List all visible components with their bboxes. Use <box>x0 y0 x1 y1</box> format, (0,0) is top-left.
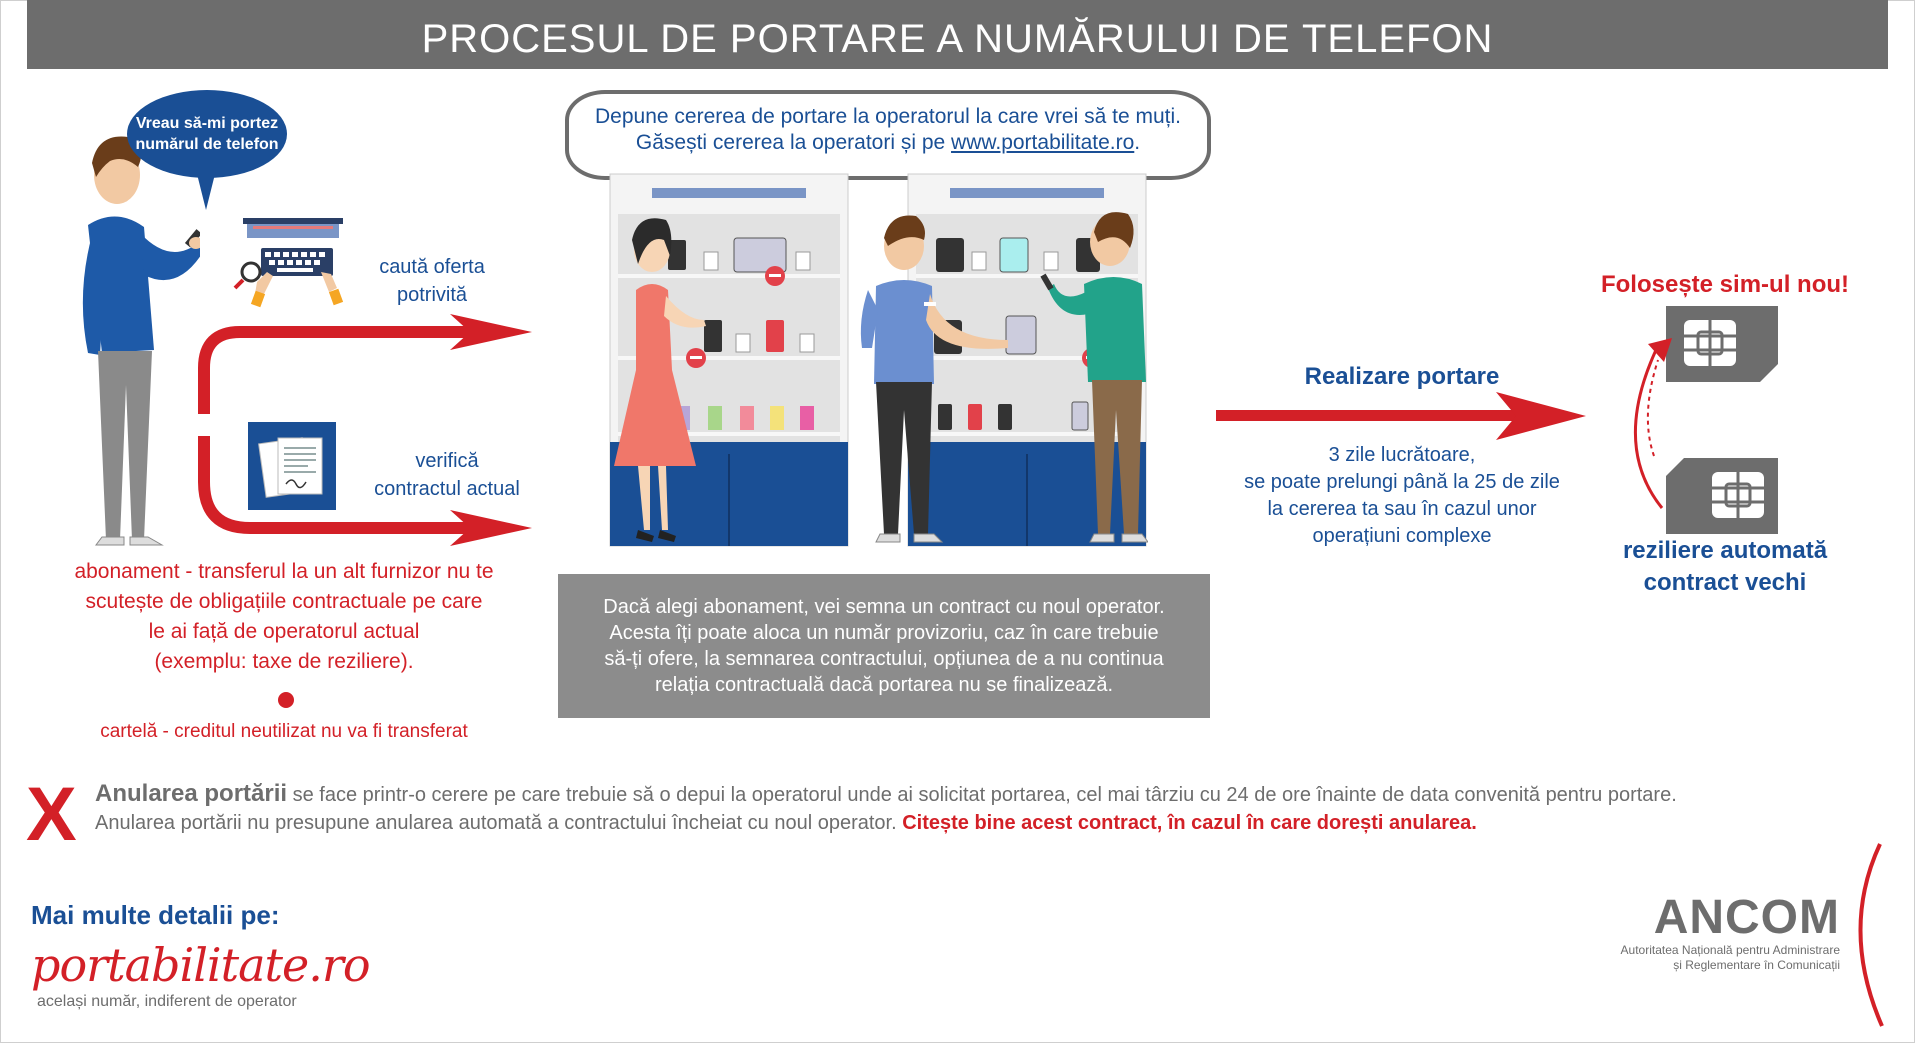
subscription-note-line-2: scutește de obligațiile contractuale pe … <box>85 590 483 613</box>
cloud-line-1: Depune cererea de portare la operatorul … <box>595 105 1181 128</box>
info-line-3: să-ți ofere, la semnarea contractului, o… <box>604 648 1164 670</box>
red-flow-arrows <box>198 314 532 546</box>
cloud-line-2: Găsești cererea la operatori și pe <box>635 131 952 154</box>
porting-line-3: la cererea ta sau în cazul unor <box>1267 498 1537 520</box>
speech-bubble-line-1: Vreau să-mi portez <box>135 115 279 132</box>
auto-termination-label: reziliere automată contract vechi <box>1590 535 1860 599</box>
ancom-line-1: Autoritatea Națională pentru Administrar… <box>1620 943 1840 957</box>
cloud-line-2-suffix: . <box>1134 131 1141 154</box>
new-sim-card-icon <box>1666 306 1778 382</box>
prepaid-note: cartelă - creditul neutilizat nu va fi t… <box>100 721 468 742</box>
old-sim-card-icon <box>1666 458 1778 534</box>
ancom-swoosh-icon <box>1858 843 1884 1027</box>
portabilitate-logo[interactable]: portabilitate.ro <box>31 938 371 992</box>
porting-duration-text: 3 zile lucrătoare, se poate prelungi pân… <box>1206 442 1598 550</box>
subscription-note-line-1: abonament - transferul la un alt furnizo… <box>74 560 494 583</box>
use-new-sim-label: Folosește sim-ul nou! <box>1600 271 1849 298</box>
subscription-note: abonament - transferul la un alt furnizo… <box>34 557 534 677</box>
speech-bubble-tail <box>196 170 216 210</box>
porting-arrow <box>1216 392 1586 440</box>
request-cloud-text: Depune cererea de portare la operatorul … <box>565 104 1211 156</box>
info-line-1: Dacă alegi abonament, vei semna un contr… <box>603 596 1165 618</box>
separator-dot <box>278 692 294 708</box>
person-with-phone-illustration <box>82 136 200 546</box>
porting-line-4: operațiuni complexe <box>1312 525 1492 547</box>
step-check-contract-label: verifică contractul actual <box>354 447 540 503</box>
cancel-x-icon: X <box>26 772 77 857</box>
speech-bubble: Vreau să-mi portez numărul de telefon <box>127 90 287 178</box>
request-cloud-bubble <box>565 90 1211 180</box>
brand-tagline: același număr, indiferent de operator <box>37 993 297 1010</box>
cancellation-line-1: se face printr-o cerere pe care trebuie … <box>287 784 1677 806</box>
contract-document-icon <box>248 422 336 510</box>
porting-title: Realizare portare <box>1304 363 1500 390</box>
step-contract-line-2: contractul actual <box>374 478 520 500</box>
old-contract-line-1: reziliere automată <box>1622 537 1828 564</box>
speech-bubble-line-2: numărul de telefon <box>135 136 279 153</box>
cancellation-text: Anularea portării se face printr-o cerer… <box>95 780 1895 837</box>
step-offer-line-1: caută oferta <box>379 256 485 278</box>
porting-line-1: 3 zile lucrătoare, <box>1328 444 1476 466</box>
cancellation-line-2: Anularea portării nu presupune anularea … <box>95 812 903 834</box>
ancom-logo: ANCOM <box>1653 891 1840 944</box>
porting-line-2: se poate prelungi până la 25 de zile <box>1244 471 1560 493</box>
keyboard-search-icon <box>233 218 344 308</box>
more-details-label: Mai multe detalii pe: <box>31 900 280 930</box>
step-contract-line-1: verifică <box>415 450 479 472</box>
cancellation-title: Anularea portării <box>95 780 288 807</box>
old-contract-line-2: contract vechi <box>1643 569 1807 596</box>
ancom-subtitle: Autoritatea Națională pentru Administrar… <box>1560 943 1840 973</box>
operator-store-illustration <box>609 173 1148 547</box>
step-offer-line-2: potrivită <box>396 284 468 306</box>
info-line-2: Acesta îți poate aloca un număr provizor… <box>609 622 1159 644</box>
step-search-offer-label: caută oferta potrivită <box>352 253 512 309</box>
page-title: PROCESUL DE PORTARE A NUMĂRULUI DE TELEF… <box>27 0 1888 69</box>
info-line-4: relația contractuală dacă portarea nu se… <box>654 674 1114 696</box>
cancellation-warning: Citește bine acest contract, în cazul în… <box>902 812 1477 834</box>
portabilitate-link[interactable]: www.portabilitate.ro <box>951 131 1135 154</box>
ancom-line-2: și Reglementare în Comunicații <box>1673 958 1840 972</box>
subscription-note-line-4: (exemplu: taxe de reziliere). <box>154 650 414 673</box>
subscription-note-line-3: le ai față de operatorul actual <box>148 620 420 643</box>
subscription-info-box: Dacă alegi abonament, vei semna un contr… <box>558 574 1210 718</box>
sim-switch-arrow <box>1634 338 1672 509</box>
